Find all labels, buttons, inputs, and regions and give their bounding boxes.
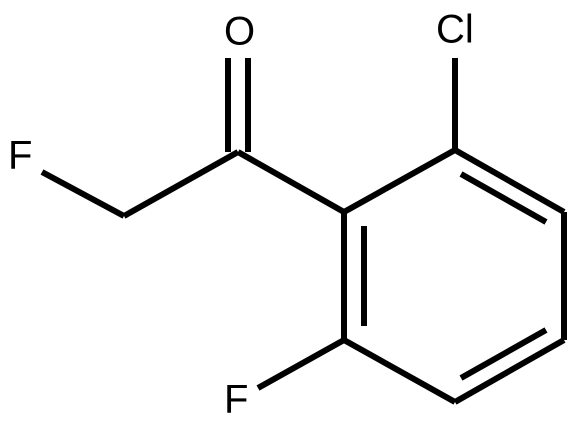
atom-label-oxygen: O (224, 10, 255, 54)
bond-ring-c4-c5 (453, 337, 566, 405)
atom-label-alpha-fluorine: F (8, 134, 32, 178)
bond-ch2-to-fluorine (40, 169, 126, 219)
bond-ring-c2-c3 (453, 147, 566, 215)
bond-ring-c5-c6 (342, 337, 457, 405)
bond-carbonyl-to-ring (236, 149, 346, 215)
bond-carbonyl-to-ch2 (122, 149, 240, 219)
bond-ring-inner-c4-c5 (459, 327, 548, 381)
bond-ring-to-fluorine (256, 337, 346, 391)
atom-label-chlorine: Cl (436, 8, 474, 52)
bond-ring-c1-c2 (342, 147, 457, 215)
bond-ring-inner-c2-c3 (459, 171, 548, 225)
atom-label-ring-fluorine: F (224, 378, 248, 422)
